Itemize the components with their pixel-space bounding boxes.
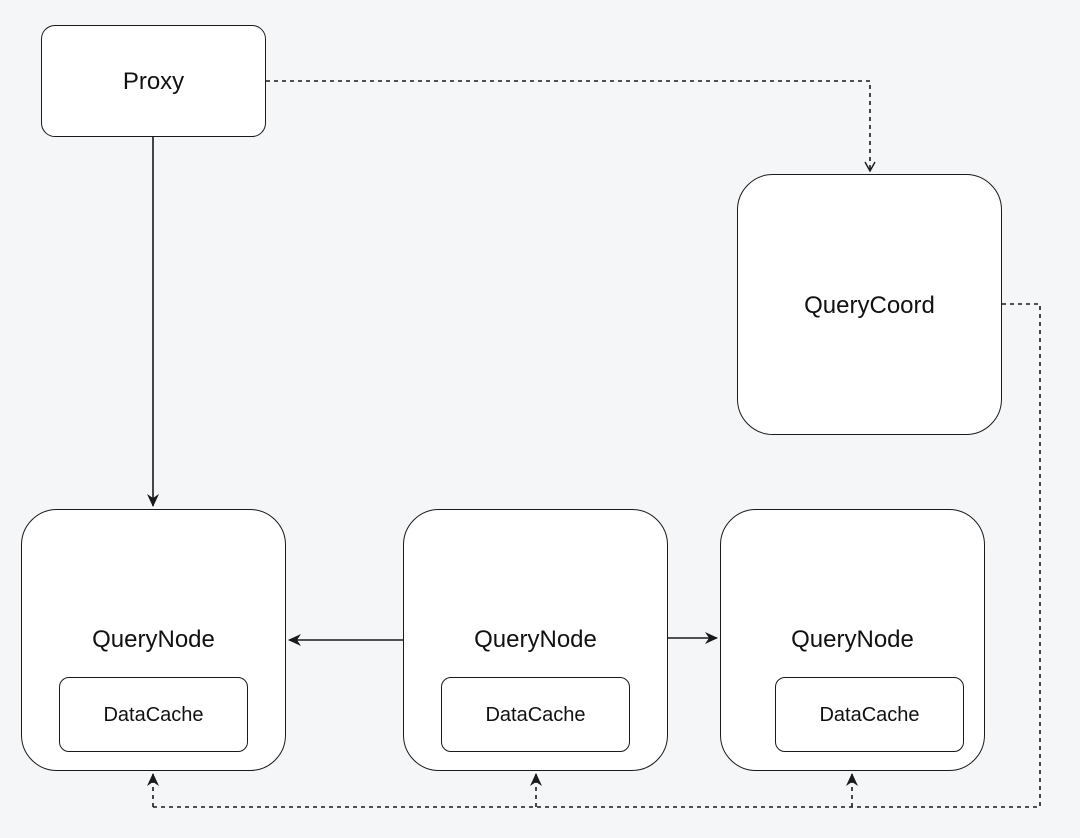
querynode-3: QueryNode DataCache	[720, 509, 985, 771]
querynode-1: QueryNode DataCache	[21, 509, 286, 771]
datacache-label: DataCache	[485, 704, 586, 726]
datacache-box: DataCache	[441, 677, 630, 752]
querynode-2: QueryNode DataCache	[403, 509, 668, 771]
querycoord-node: QueryCoord	[737, 174, 1002, 435]
proxy-label: Proxy	[122, 68, 185, 95]
datacache-label: DataCache	[819, 704, 920, 726]
querynode-label: QueryNode	[474, 626, 597, 653]
querynode-label: QueryNode	[791, 626, 914, 653]
datacache-box: DataCache	[59, 677, 248, 752]
edge-proxy-to-querycoord	[266, 80, 876, 173]
edge-querycoord-bus	[153, 303, 1041, 808]
proxy-node: Proxy	[41, 25, 266, 137]
querycoord-label: QueryCoord	[804, 292, 935, 319]
querynode-label: QueryNode	[92, 626, 215, 653]
datacache-box: DataCache	[775, 677, 964, 752]
datacache-label: DataCache	[103, 704, 204, 726]
